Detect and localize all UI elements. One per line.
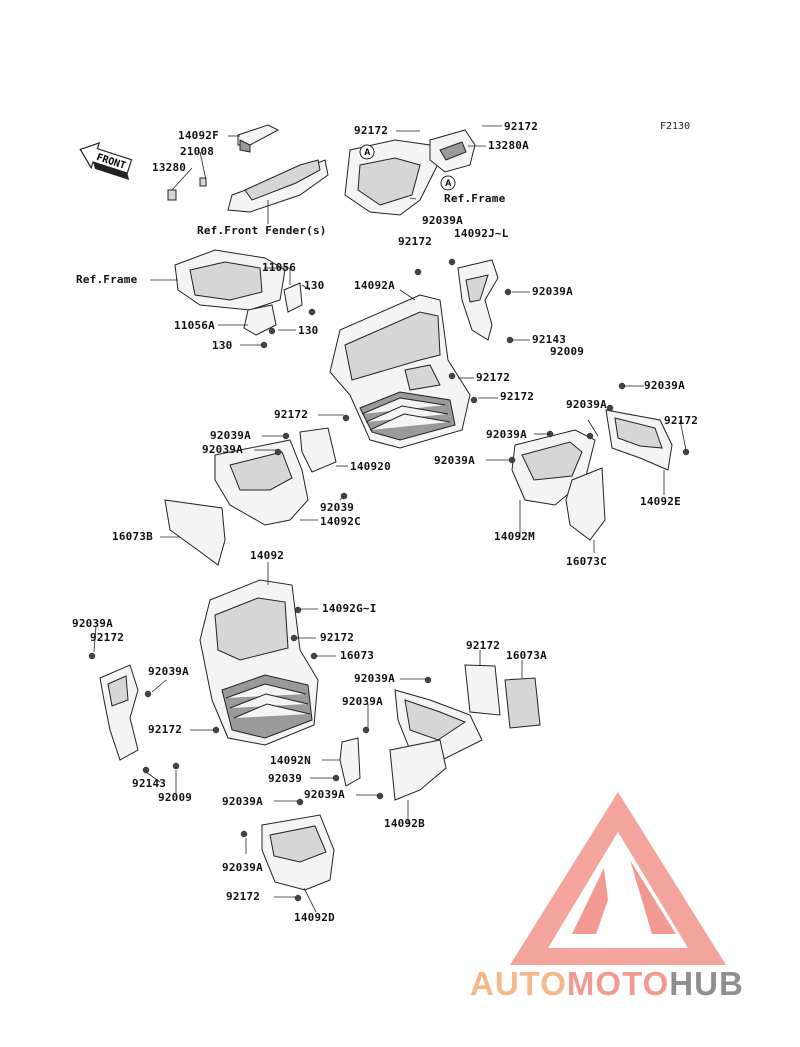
label-92039A-1: 92039A — [422, 214, 463, 227]
watermark-part-auto: AUTO — [470, 965, 567, 1002]
callout-a-2: A — [445, 178, 452, 188]
label-92039A-10: 92039A — [148, 665, 189, 678]
label-130-3: 130 — [212, 339, 233, 352]
label-92172-h: 16073 — [340, 649, 375, 662]
label-92172-d: 92172 — [274, 408, 309, 421]
label-92172-f: 14092G~I — [322, 602, 377, 615]
label-140920: 140920 — [350, 460, 391, 473]
label-14092J-L: 14092J~L — [454, 227, 509, 240]
label-92172-i: 92172 — [148, 723, 183, 736]
label-92039A-9: 92039A — [72, 617, 113, 630]
front-fender-bracket — [167, 124, 329, 213]
side-cover-g-i — [88, 652, 180, 774]
side-cover-c — [164, 414, 350, 566]
label-ref-front-fender: Ref.Front Fender(s) — [197, 224, 327, 237]
label-92172-top-2: 92172 — [504, 120, 539, 133]
label-92039A-4: 92039A — [566, 398, 607, 411]
label-14092G-I: 92172 — [90, 631, 125, 644]
watermark-part-hub: HUB — [669, 965, 744, 1002]
label-14092N: 14092N — [270, 754, 311, 767]
label-14092B: 14092B — [384, 817, 425, 830]
watermark-logo-icon — [510, 792, 726, 965]
label-92172-b: 92172 — [476, 371, 511, 384]
label-92143-1: 92143 — [532, 333, 567, 346]
label-92039A-12: 92039A — [342, 695, 383, 708]
watermark-text: AUTOMOTOHUB — [470, 966, 744, 1002]
label-ref-frame-1: Ref.Frame — [444, 192, 506, 205]
label-11056: 11056 — [262, 261, 297, 274]
label-92039A-14: 92039A — [222, 795, 263, 808]
label-92039A-6: 92039A — [486, 428, 527, 441]
label-92172-j: 92172 — [226, 890, 261, 903]
label-92039A-11: 92039A — [354, 672, 395, 685]
label-92039A-3: 92039A — [644, 379, 685, 392]
label-13280A: 13280A — [488, 139, 529, 152]
label-130-2: 130 — [298, 324, 319, 337]
label-92039-1: 92039 — [320, 501, 355, 514]
label-92039A-2: 92039A — [532, 285, 573, 298]
floor-panel-upper — [329, 294, 471, 449]
label-92009-1: 92009 — [550, 345, 585, 358]
label-11056A: 11056A — [174, 319, 215, 332]
label-14092D: 14092D — [294, 911, 335, 924]
side-cover-m — [448, 372, 690, 541]
label-ref-frame-2: Ref.Frame — [76, 273, 138, 286]
side-cover-b — [332, 664, 541, 801]
frame-section-left — [174, 249, 316, 349]
diagram-code: F2130 — [660, 121, 691, 132]
label-16073C: 16073C — [566, 555, 607, 568]
label-92039A-8: 92039A — [434, 454, 475, 467]
label-16073A: 16073A — [506, 649, 547, 662]
side-cover-j-l — [414, 258, 514, 344]
label-92172-top-1: 92172 — [354, 124, 389, 137]
label-130-1: 130 — [304, 279, 325, 292]
label-14092A: 14092A — [354, 279, 395, 292]
label-92172-c: 92172 — [500, 390, 535, 403]
label-92039A-7: 92039A — [202, 443, 243, 456]
label-21008: 21008 — [180, 145, 215, 158]
label-92039A-5: 92039A — [210, 429, 251, 442]
label-14092F: 14092F — [178, 129, 219, 142]
label-92039A-13: 92039A — [304, 788, 345, 801]
label-92172-e: 92172 — [664, 414, 699, 427]
label-92039-2: 92039 — [268, 772, 303, 785]
front-arrow-icon: FRONT — [79, 141, 133, 181]
callout-a-1: A — [364, 147, 371, 157]
leader-lines — [93, 125, 687, 913]
skid-cover-d — [240, 798, 335, 902]
label-92009-2: 92009 — [158, 791, 193, 804]
frame-section-top: A A — [344, 129, 476, 216]
label-13280: 13280 — [152, 161, 187, 174]
label-92172-g: 92172 — [320, 631, 355, 644]
watermark-part-moto: MOTO — [566, 965, 670, 1002]
label-14092C: 14092C — [320, 515, 361, 528]
label-92143-2: 92143 — [132, 777, 167, 790]
floor-panel-lower — [199, 579, 319, 746]
label-14092M: 14092M — [494, 530, 535, 543]
label-14092: 14092 — [250, 549, 285, 562]
label-14092E: 14092E — [640, 495, 681, 508]
label-16073: 92172 — [466, 639, 501, 652]
label-16073B: 16073B — [112, 530, 153, 543]
label-92172-a: 92172 — [398, 235, 433, 248]
label-92039A-15: 92039A — [222, 861, 263, 874]
